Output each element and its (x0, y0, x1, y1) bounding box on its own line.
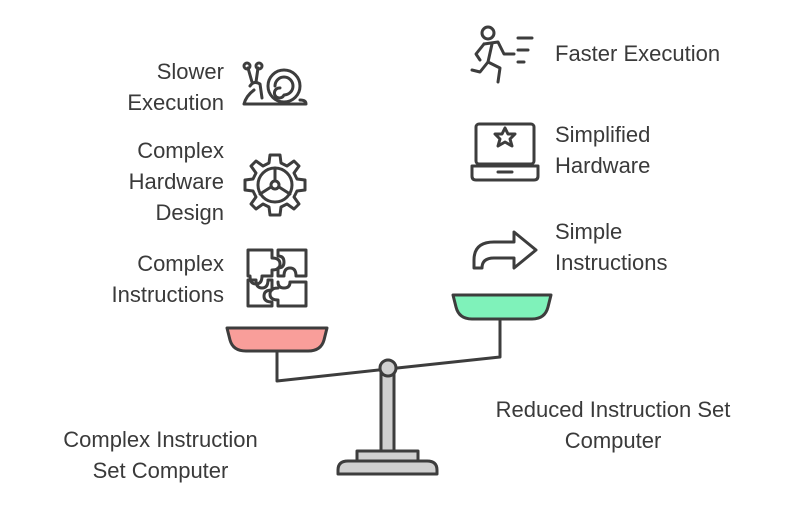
scale-post (379, 367, 396, 453)
right-title: Reduced Instruction Set Computer (495, 397, 731, 453)
right-item-1-label: Faster Execution (555, 41, 721, 66)
right-pan (451, 293, 553, 321)
scale-base (336, 459, 439, 476)
left-item-1-label: Slower Execution (127, 59, 224, 115)
redo-arrow-icon (470, 226, 540, 274)
laptop-icon (470, 118, 540, 184)
gear-icon (240, 150, 310, 220)
right-item-3-label: Simple Instructions (555, 219, 668, 275)
left-item-3-label: Complex Instructions (111, 251, 225, 307)
left-pan (225, 326, 329, 353)
left-title: Complex Instruction Set Computer (63, 427, 258, 483)
puzzle-icon (244, 246, 310, 310)
right-item-2-label: Simplified Hardware (555, 122, 651, 178)
snail-icon (240, 60, 310, 110)
scale-pivot (378, 358, 398, 378)
running-person-icon (470, 24, 540, 88)
left-item-2-label: Complex Hardware Design (128, 138, 224, 225)
